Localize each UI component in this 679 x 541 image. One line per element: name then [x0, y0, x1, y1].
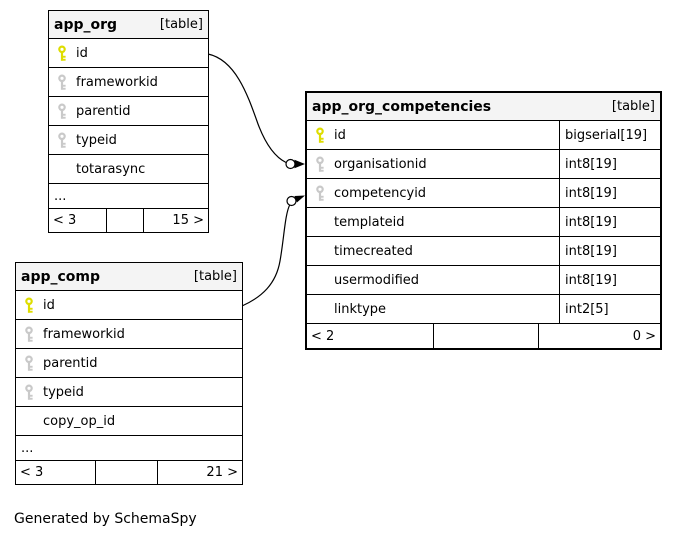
column-name: organisationid: [334, 156, 427, 172]
column-row-typeid[interactable]: typeid: [49, 126, 208, 155]
parents-count[interactable]: < 3: [53, 213, 77, 228]
children-count[interactable]: 0 >: [538, 324, 660, 348]
column-row-id[interactable]: id: [49, 39, 208, 68]
column-name: competencyid: [334, 185, 427, 201]
column-row-id[interactable]: id: [16, 291, 242, 320]
column-row-timecreated[interactable]: timecreated int8[19]: [307, 237, 660, 266]
column-row-parentid[interactable]: parentid: [16, 349, 242, 378]
column-name: id: [76, 45, 88, 61]
column-row-usermodified[interactable]: usermodified int8[19]: [307, 266, 660, 295]
fk-connector-app-comp-id-to-competencyid: [241, 195, 305, 307]
more-columns-ellipsis: ...: [16, 436, 242, 461]
column-type: int8[19]: [559, 150, 660, 178]
table-footer: < 3 15 >: [49, 209, 208, 232]
column-name: typeid: [43, 384, 84, 400]
table-title[interactable]: app_org: [54, 16, 118, 33]
foreign-key-icon: [23, 384, 35, 400]
column-row-copy-op-id[interactable]: copy_op_id: [16, 407, 242, 436]
table-header: app_comp [table]: [16, 263, 242, 291]
column-row-frameworkid[interactable]: frameworkid: [16, 320, 242, 349]
column-name: frameworkid: [76, 74, 158, 90]
foreign-key-icon: [23, 326, 35, 342]
column-type: int8[19]: [559, 266, 660, 294]
column-name: frameworkid: [43, 326, 125, 342]
column-name: copy_op_id: [43, 413, 116, 429]
table-badge: [table]: [159, 17, 203, 32]
column-name: id: [334, 127, 346, 143]
column-row-competencyid[interactable]: competencyid int8[19]: [307, 179, 660, 208]
footer-spacer: [433, 324, 538, 348]
column-name: typeid: [76, 132, 117, 148]
table-footer: < 3 21 >: [16, 461, 242, 484]
column-name: timecreated: [334, 243, 413, 259]
table-badge: [table]: [611, 99, 655, 114]
foreign-key-icon: [56, 74, 68, 90]
column-row-typeid[interactable]: typeid: [16, 378, 242, 407]
column-name: linktype: [334, 301, 387, 317]
table-app-comp: app_comp [table] id frameworkid parentid…: [15, 262, 243, 485]
table-header: app_org [table]: [49, 11, 208, 39]
table-title[interactable]: app_comp: [21, 268, 101, 285]
column-row-organisationid[interactable]: organisationid int8[19]: [307, 150, 660, 179]
column-name: parentid: [43, 355, 98, 371]
zero-or-one-circle: [286, 195, 297, 207]
primary-key-icon: [314, 127, 326, 143]
column-row-totarasync[interactable]: totarasync: [49, 155, 208, 184]
column-type: int8[19]: [559, 179, 660, 207]
column-name: templateid: [334, 214, 405, 230]
foreign-key-icon: [56, 132, 68, 148]
parents-count[interactable]: < 2: [311, 328, 335, 344]
column-type: int2[5]: [559, 295, 660, 323]
column-row-frameworkid[interactable]: frameworkid: [49, 68, 208, 97]
footer-spacer: [95, 461, 157, 484]
children-count[interactable]: 21 >: [157, 461, 242, 484]
more-columns-ellipsis: ...: [49, 184, 208, 209]
footer-spacer: [106, 209, 143, 232]
column-type: int8[19]: [559, 208, 660, 236]
column-name: parentid: [76, 103, 131, 119]
table-header: app_org_competencies [table]: [307, 93, 660, 121]
children-count[interactable]: 15 >: [143, 209, 208, 232]
fk-connector-app-org-id-to-organisationid: [207, 53, 305, 170]
table-app-org-competencies: app_org_competencies [table] id bigseria…: [305, 91, 662, 350]
column-row-parentid[interactable]: parentid: [49, 97, 208, 126]
foreign-key-icon: [314, 156, 326, 172]
column-name: id: [43, 297, 55, 313]
table-badge: [table]: [193, 269, 237, 284]
table-title[interactable]: app_org_competencies: [312, 98, 492, 115]
column-type: int8[19]: [559, 237, 660, 265]
foreign-key-icon: [314, 185, 326, 201]
table-footer: < 2 0 >: [307, 324, 660, 348]
column-type: bigserial[19]: [559, 121, 660, 149]
foreign-key-icon: [23, 355, 35, 371]
table-app-org: app_org [table] id frameworkid parentid …: [48, 10, 209, 233]
primary-key-icon: [23, 297, 35, 313]
foreign-key-icon: [56, 103, 68, 119]
parents-count[interactable]: < 3: [20, 465, 44, 480]
fk-arrowhead: [294, 159, 305, 169]
zero-or-one-circle: [285, 158, 296, 170]
column-row-id[interactable]: id bigserial[19]: [307, 121, 660, 150]
column-row-templateid[interactable]: templateid int8[19]: [307, 208, 660, 237]
primary-key-icon: [56, 45, 68, 61]
column-name: totarasync: [76, 161, 146, 177]
column-name: usermodified: [334, 272, 420, 288]
column-row-linktype[interactable]: linktype int2[5]: [307, 295, 660, 324]
generator-note: Generated by SchemaSpy: [14, 511, 197, 527]
fk-arrowhead: [294, 195, 305, 203]
